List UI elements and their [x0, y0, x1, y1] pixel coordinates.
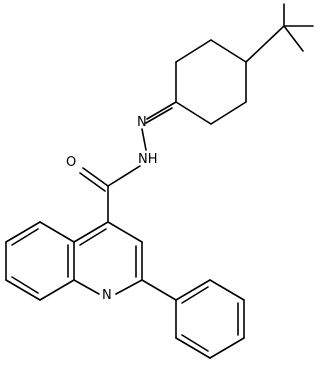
bond	[5, 279, 41, 301]
bond	[39, 279, 75, 301]
cyclohexane-ring	[175, 39, 247, 125]
double-bond-outer	[82, 167, 109, 187]
quinoline-nitrogen-label: N	[102, 288, 112, 303]
amide-nh-label: NH	[138, 152, 158, 167]
bond	[283, 25, 304, 52]
bond	[107, 165, 141, 187]
double-bond-inner	[79, 172, 106, 192]
bond	[175, 337, 211, 359]
bond	[39, 221, 75, 243]
bond	[73, 221, 109, 243]
bond	[107, 221, 143, 243]
bond	[175, 279, 211, 301]
aromatic-inner-bond	[11, 228, 39, 246]
tert-butyl-group	[245, 3, 314, 63]
aromatic-inner-bond	[181, 334, 209, 352]
quinoline-pyridine-ring	[73, 221, 143, 295]
phenyl-ring	[141, 279, 245, 359]
atom-labels: N NH O N	[66, 115, 158, 303]
bond	[210, 101, 247, 125]
aromatic-inner-bond	[79, 228, 107, 246]
hydrazone-linkage	[79, 101, 177, 223]
double-bond-outer	[146, 101, 177, 120]
aromatic-inner-bond	[11, 276, 39, 294]
bond	[209, 337, 245, 359]
bond	[209, 279, 245, 301]
double-bond-inner	[145, 107, 173, 124]
bond	[175, 101, 212, 125]
hydrazone-nitrogen-label: N	[137, 115, 147, 130]
aromatic-inner-bond	[181, 286, 209, 304]
bond	[73, 279, 100, 295]
bond	[141, 128, 147, 151]
bond	[5, 221, 41, 243]
bond	[245, 25, 285, 63]
bond	[141, 279, 177, 301]
bond	[210, 39, 247, 63]
quinoline-benzo-ring	[5, 221, 75, 301]
bond	[115, 279, 143, 295]
carbonyl-oxygen-label: O	[66, 155, 76, 170]
bond	[175, 39, 212, 63]
